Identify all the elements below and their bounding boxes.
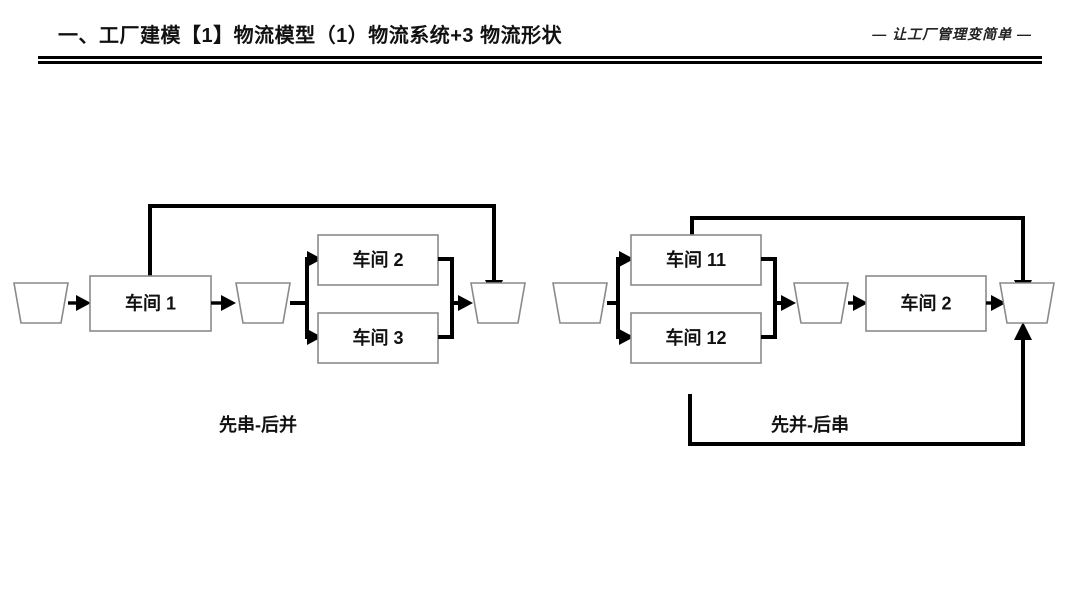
header-divider — [38, 56, 1042, 64]
diagram-series-then-parallel: 车间 1 车间 2 车间 3 — [13, 204, 526, 435]
left-buffer-out — [470, 282, 526, 324]
right-edge-w2-to-out-arrowhead — [991, 295, 1006, 311]
right-node-workshop-2-label: 车间 2 — [900, 292, 951, 313]
left-split-bottom-arrowhead — [307, 329, 322, 345]
left-buffer-in — [13, 282, 69, 324]
page-header: 一、工厂建模【1】物流模型（1）物流系统+3 物流形状 — 让工厂管理变简单 — — [0, 0, 1080, 76]
left-edge-in-to-w1-arrowhead — [76, 295, 91, 311]
left-node-workshop-1-label: 车间 1 — [125, 292, 176, 313]
left-node-workshop-3 — [317, 312, 439, 364]
divider-line-bottom — [38, 61, 1042, 64]
diagram-parallel-then-series: 车间 11 车间 12 车间 2 先并-后串 — [552, 216, 1055, 446]
page-title: 一、工厂建模【1】物流模型（1）物流系统+3 物流形状 — [58, 25, 563, 47]
right-buffer-out — [999, 282, 1055, 324]
divider-line-top — [38, 56, 1042, 59]
left-edge-w1-to-buffer-mid-arrowhead — [221, 295, 236, 311]
diagram-canvas: 车间 1 车间 2 车间 3 — [0, 76, 1080, 608]
right-buffer-in — [552, 282, 608, 324]
right-feedback-bottom-arrowhead — [1014, 322, 1032, 340]
right-split-bottom-arrowhead — [619, 329, 634, 345]
right-merge-arrowhead — [781, 295, 796, 311]
left-buffer-mid — [235, 282, 291, 324]
right-diagram-caption: 先并-后串 — [771, 414, 849, 435]
right-buffer-mid — [793, 282, 849, 324]
flow-diagrams: 车间 1 车间 2 车间 3 — [13, 204, 1055, 446]
right-node-workshop-12 — [630, 312, 762, 364]
left-node-workshop-2 — [317, 234, 439, 286]
right-node-workshop-12-label: 车间 12 — [665, 327, 726, 348]
right-node-workshop-11-label: 车间 11 — [666, 249, 726, 270]
left-node-workshop-3-label: 车间 3 — [352, 327, 403, 348]
left-node-workshop-2-label: 车间 2 — [352, 249, 403, 270]
right-edge-mid-to-w2-arrowhead — [853, 295, 868, 311]
right-split-top-arrowhead — [619, 251, 634, 267]
right-node-workshop-11 — [630, 234, 762, 286]
left-merge-arrowhead — [458, 295, 473, 311]
header-slogan: — 让工厂管理变简单 — — [872, 26, 1032, 42]
left-node-workshop-1 — [89, 275, 212, 332]
left-diagram-caption: 先串-后并 — [219, 414, 297, 435]
left-split-top-arrowhead — [307, 251, 322, 267]
